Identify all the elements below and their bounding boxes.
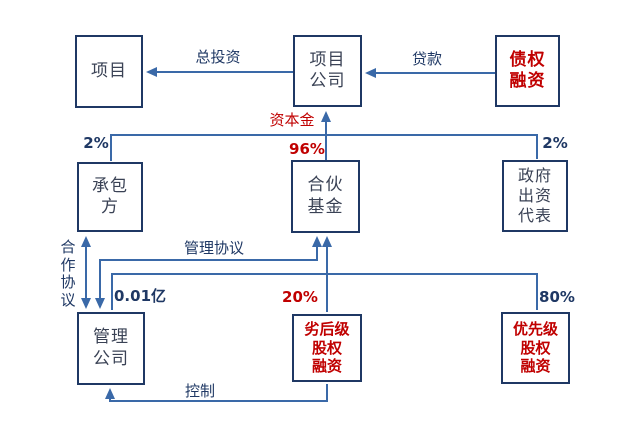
box-debt-financing: 债权 融资	[495, 35, 560, 107]
label-loan: 贷款	[411, 50, 442, 68]
label-cooperation-agreement: 合 作 协 议	[60, 238, 76, 310]
box-subordinated-equity: 劣后级 股权 融资	[292, 314, 362, 382]
box-government-rep: 政府 出资 代表	[502, 160, 568, 232]
label-pct-20: 20%	[282, 288, 318, 306]
box-project-company-label: 项目 公司	[309, 49, 346, 91]
box-project-label: 项目	[91, 60, 127, 81]
box-subordinated-equity-label: 劣后级 股权 融资	[304, 319, 350, 376]
box-contractor-label: 承包 方	[92, 175, 128, 217]
box-project-company: 项目 公司	[293, 35, 362, 107]
label-pct-96: 96%	[289, 140, 325, 158]
box-government-rep-label: 政府 出资 代表	[517, 166, 552, 225]
box-project: 项目	[75, 35, 143, 108]
box-management-company-label: 管理 公司	[93, 327, 129, 369]
label-pct-2-left: 2%	[83, 134, 109, 152]
line-equity-split-top	[110, 134, 538, 161]
box-contractor: 承包 方	[77, 162, 143, 232]
label-pct-80: 80%	[539, 288, 575, 306]
label-control: 控制	[184, 382, 215, 400]
label-amount-001yi: 0.01亿	[114, 287, 167, 305]
label-capital-fund: 资本金	[269, 111, 315, 129]
label-total-investment: 总投资	[195, 48, 241, 66]
box-partnership-fund-label: 合伙 基金	[307, 175, 344, 217]
box-partnership-fund: 合伙 基金	[291, 160, 360, 233]
label-pct-2-right: 2%	[542, 134, 568, 152]
box-senior-equity-label: 优先级 股权 融资	[512, 319, 558, 376]
line-contributions	[111, 273, 538, 310]
box-debt-financing-label: 债权 融资	[509, 49, 546, 91]
arrow-control	[105, 384, 328, 402]
box-senior-equity: 优先级 股权 融资	[501, 312, 570, 384]
label-management-agreement: 管理协议	[183, 239, 244, 257]
box-management-company: 管理 公司	[77, 312, 145, 385]
arrow-management-agreement	[95, 236, 322, 309]
